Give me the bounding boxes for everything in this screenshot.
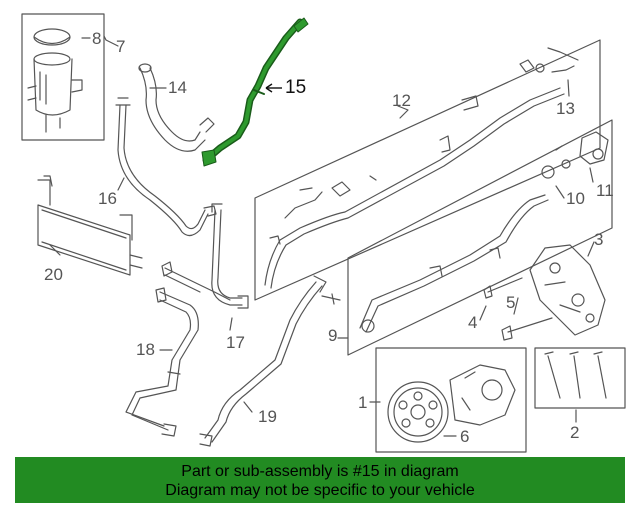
bracket-3 (529, 244, 606, 336)
banner-line-1: Part or sub-assembly is #15 in diagram (181, 463, 459, 480)
bolt-4 (483, 277, 523, 299)
callout-12: 12 (392, 91, 411, 110)
return-line-box-12 (254, 39, 601, 301)
hose-14 (138, 63, 215, 152)
banner-line-2: Diagram may not be specific to your vehi… (165, 482, 475, 499)
callout-2: 2 (570, 423, 580, 442)
hose-19 (199, 275, 341, 447)
callout-6: 6 (460, 427, 470, 446)
pressure-line-box-9 (347, 119, 613, 356)
callout-20: 20 (44, 265, 63, 284)
callout-3: 3 (594, 230, 604, 249)
callout-16: 16 (98, 189, 117, 208)
callout-8: 8 (92, 29, 102, 48)
reservoir-box (21, 13, 105, 141)
callout-1: 1 (358, 393, 368, 412)
bolts-box-2 (534, 347, 626, 409)
tube-17 (161, 209, 249, 309)
callout-4: 4 (468, 313, 478, 332)
callout-9: 9 (328, 326, 338, 345)
bolt-5 (501, 317, 553, 341)
callout-18: 18 (136, 340, 155, 359)
leader-lines (49, 35, 595, 437)
callout-15: 15 (285, 77, 307, 98)
callout-5: 5 (506, 293, 516, 312)
hose-18 (125, 287, 199, 437)
highlighted-hose-15 (201, 17, 309, 167)
callout-19: 19 (258, 407, 277, 426)
pump-box-1 (375, 347, 527, 453)
disclaimer-banner: Part or sub-assembly is #15 in diagram D… (15, 457, 625, 503)
callout-13: 13 (556, 99, 575, 118)
callout-7: 7 (116, 37, 126, 56)
callout-17: 17 (226, 333, 245, 352)
callout-15-leader (265, 83, 282, 93)
cooler-20 (37, 175, 143, 276)
callout-14: 14 (168, 78, 187, 97)
callout-10: 10 (566, 189, 585, 208)
callout-11: 11 (596, 181, 614, 200)
